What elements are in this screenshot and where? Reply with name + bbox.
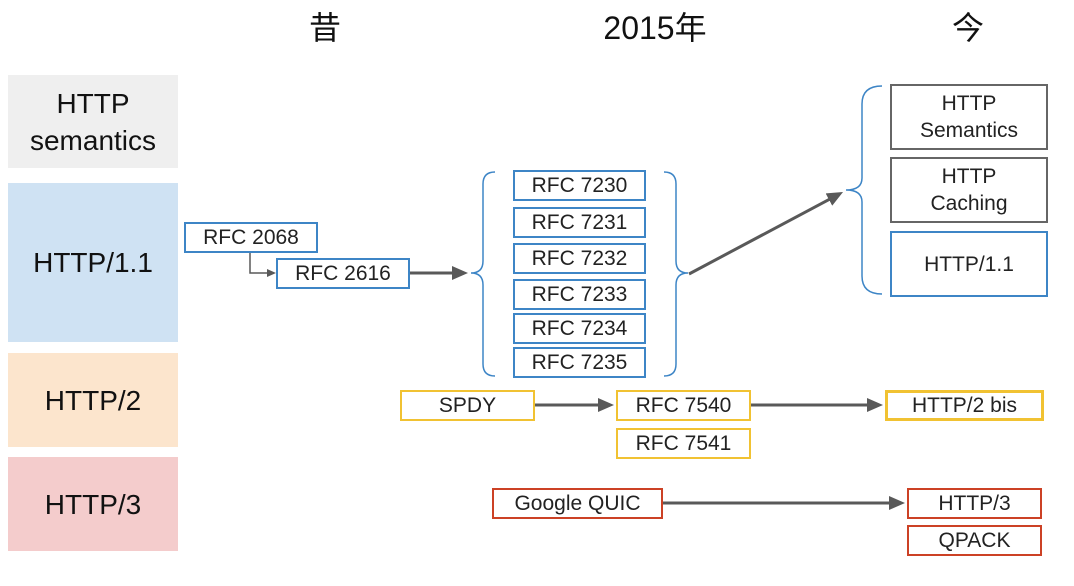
box-rfc2068: RFC 2068 <box>184 222 318 253</box>
row-label-text: HTTP/1.1 <box>33 247 153 278</box>
brace-right-rfc723x <box>663 171 689 377</box>
column-header-now: 今 <box>951 10 984 46</box>
row-label-line: semantics <box>29 124 157 156</box>
row-label-http-semantics: HTTP semantics <box>8 75 178 168</box>
box-rfc7230: RFC 7230 <box>513 170 646 201</box>
box-rfc7232: RFC 7232 <box>513 243 646 274</box>
box-http-caching: HTTP Caching <box>890 157 1048 223</box>
box-rfc7234: RFC 7234 <box>513 313 646 344</box>
box-rfc7235: RFC 7235 <box>513 347 646 378</box>
box-http2-bis: HTTP/2 bis <box>885 390 1044 421</box>
row-label-text: HTTP/3 <box>44 488 142 520</box>
box-google-quic: Google QUIC <box>492 488 663 519</box>
row-label-http2: HTTP/2 <box>8 353 178 447</box>
box-rfc7541: RFC 7541 <box>616 428 751 459</box>
row-label-http3: HTTP/3 <box>8 457 178 551</box>
arrow-rfc2068-to-rfc2616 <box>249 253 276 277</box>
box-rfc2616: RFC 2616 <box>276 258 410 289</box>
box-http11-now: HTTP/1.1 <box>890 231 1048 297</box>
box-spdy: SPDY <box>400 390 535 421</box>
box-rfc7231: RFC 7231 <box>513 207 646 238</box>
box-qpack: QPACK <box>907 525 1042 556</box>
column-header-2015: 2015年 <box>603 10 707 46</box>
arrow-rfc723x-to-now <box>688 192 844 276</box>
brace-left-http11-now <box>845 85 883 295</box>
row-label-line: HTTP <box>56 87 130 119</box>
box-line: Caching <box>930 192 1008 215</box>
column-header-past: 昔 <box>308 10 341 46</box>
box-rfc7540: RFC 7540 <box>616 390 751 421</box>
box-line: Semantics <box>919 119 1019 142</box>
row-label-text: HTTP/2 <box>44 384 142 416</box>
brace-left-rfc723x <box>470 171 496 377</box>
box-line: HTTP <box>941 165 997 188</box>
box-rfc7233: RFC 7233 <box>513 279 646 310</box>
box-http-semantics: HTTP Semantics <box>890 84 1048 150</box>
box-line: HTTP <box>941 92 997 115</box>
box-http3: HTTP/3 <box>907 488 1042 519</box>
row-label-http11: HTTP/1.1 <box>8 183 178 342</box>
